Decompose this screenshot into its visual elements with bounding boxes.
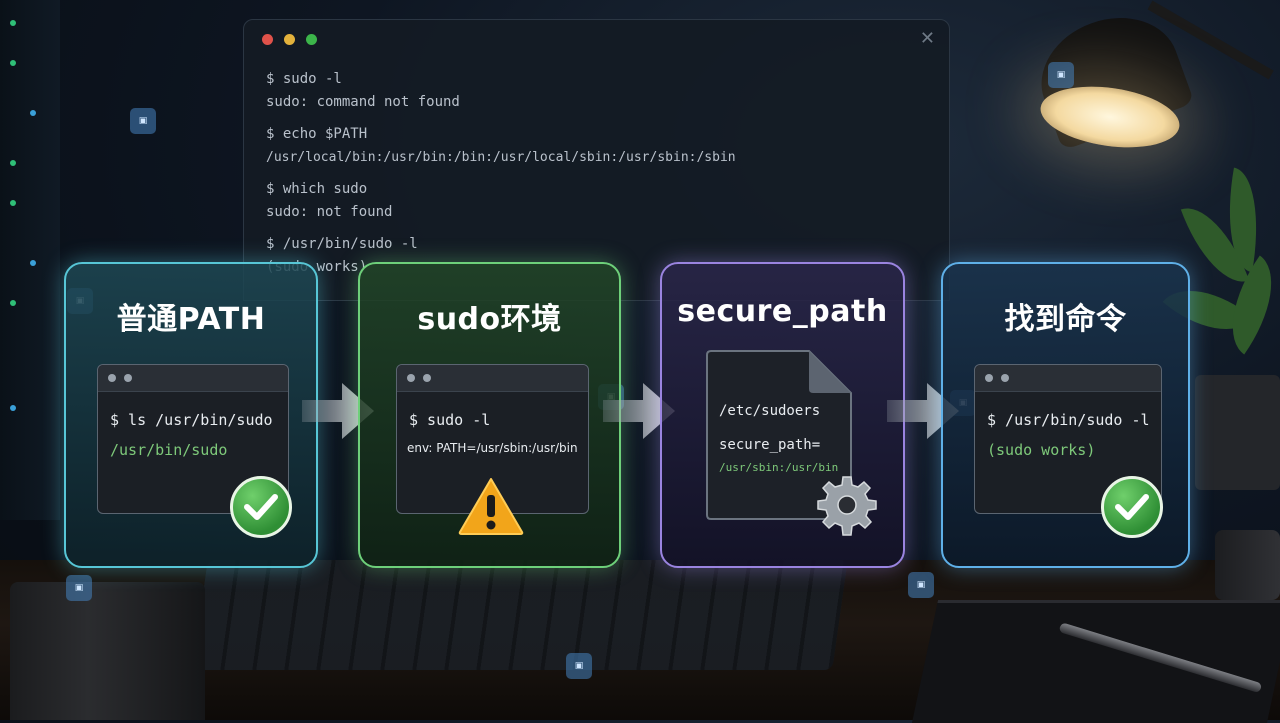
step-title: sudo环境: [360, 294, 619, 338]
step-card-command-found: 找到命令 $ /usr/bin/sudo -l (sudo works): [941, 262, 1190, 568]
rack-led: [10, 160, 16, 166]
terminal-line: /usr/local/bin:/usr/bin:/bin:/usr/local/…: [266, 146, 736, 169]
plant: [1175, 160, 1280, 490]
terminal-titlebar: ✕: [244, 20, 949, 60]
coffee-mug: [10, 582, 205, 720]
minimize-dot-icon[interactable]: [284, 34, 295, 45]
rack-led: [10, 200, 16, 206]
step-card-secure-path: secure_path /etc/sudoers secure_path= /u…: [660, 262, 905, 568]
file-line: /etc/sudoers: [719, 403, 820, 419]
terminal-line: sudo: command not found: [266, 91, 736, 114]
terminal-output: $ sudo -l sudo: command not found $ echo…: [266, 68, 736, 279]
gear-icon: [815, 474, 879, 542]
terminal-line: (sudo works): [987, 441, 1095, 459]
watermark-logo: ▣: [566, 653, 592, 679]
rack-led: [30, 260, 36, 266]
maximize-dot-icon[interactable]: [306, 34, 317, 45]
background-terminal-window: ✕ $ sudo -l sudo: command not found $ ec…: [243, 19, 950, 301]
warning-icon: [457, 476, 525, 540]
check-icon: [1101, 476, 1163, 538]
rack-led: [30, 110, 36, 116]
terminal-line: $ echo $PATH: [266, 123, 736, 146]
watermark-logo: ▣: [908, 572, 934, 598]
step-title: secure_path: [662, 294, 903, 329]
terminal-line: $ sudo -l: [409, 411, 490, 429]
rack-led: [10, 405, 16, 411]
rack-led: [10, 20, 16, 26]
check-icon: [230, 476, 292, 538]
terminal-line: $ ls /usr/bin/sudo: [110, 411, 273, 429]
watermark-logo: ▣: [66, 575, 92, 601]
keyboard: [192, 560, 847, 670]
notebook: [912, 600, 1280, 723]
terminal-line: $ /usr/bin/sudo -l: [987, 411, 1150, 429]
step-title: 普通PATH: [66, 294, 316, 338]
cup: [1215, 530, 1280, 600]
step-card-normal-path: 普通PATH $ ls /usr/bin/sudo /usr/bin/sudo: [64, 262, 318, 568]
watermark-logo: ▣: [130, 108, 156, 134]
close-dot-icon[interactable]: [262, 34, 273, 45]
terminal-line: $ which sudo: [266, 178, 736, 201]
file-line: /usr/sbin:/usr/bin: [719, 461, 838, 474]
rack-led: [10, 60, 16, 66]
terminal-line: $ sudo -l: [266, 68, 736, 91]
terminal-line: $ /usr/bin/sudo -l: [266, 233, 736, 256]
terminal-line: /usr/bin/sudo: [110, 441, 227, 459]
close-icon[interactable]: ✕: [920, 28, 935, 49]
step-card-sudo-env: sudo环境 $ sudo -l env: PATH=/usr/sbin:/us…: [358, 262, 621, 568]
step-title: 找到命令: [943, 294, 1188, 338]
watermark-logo: ▣: [1048, 62, 1074, 88]
terminal-line: env: PATH=/usr/sbin:/usr/bin: [407, 441, 578, 455]
rack-led: [10, 300, 16, 306]
terminal-line: sudo: not found: [266, 201, 736, 224]
server-rack-background: [0, 0, 60, 520]
file-line: secure_path=: [719, 437, 820, 453]
